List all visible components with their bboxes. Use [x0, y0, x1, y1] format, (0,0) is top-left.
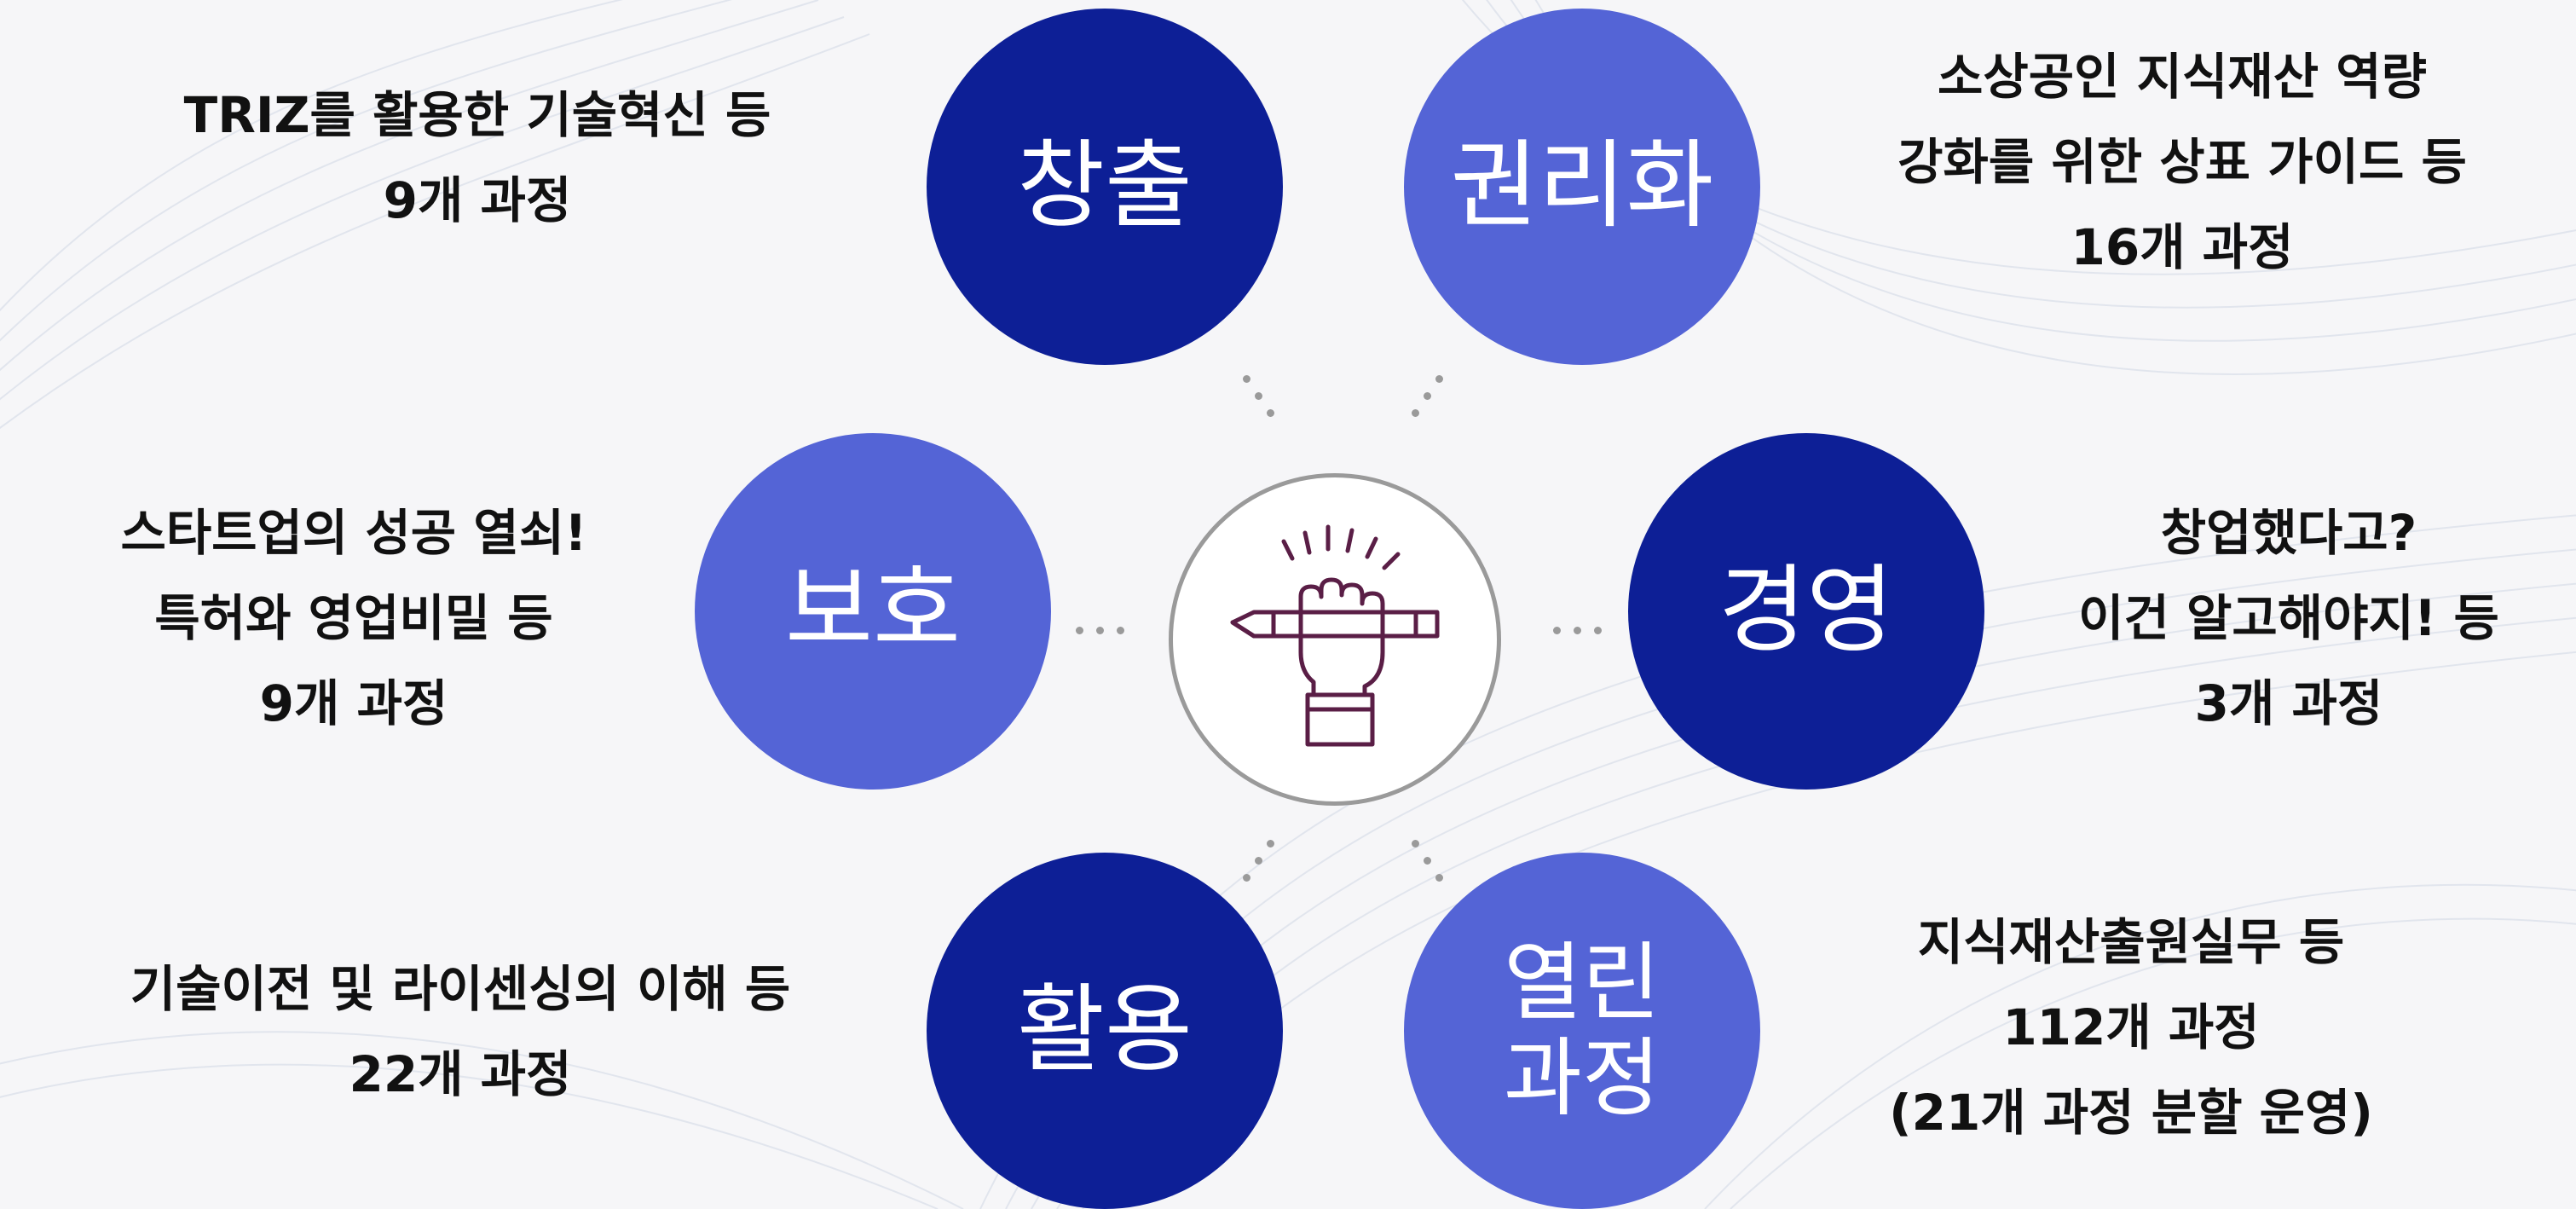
protection-caption: 스타트업의 성공 열쇠! 특허와 영업비밀 등 9개 과정	[13, 490, 695, 746]
rights-label: 권리화	[1450, 130, 1714, 242]
protection-label: 보호	[784, 555, 962, 667]
connector-dot	[1435, 874, 1443, 882]
open-course-caption: 지식재산출원실무 등 112개 과정 (21개 과정 분할 운영)	[1773, 900, 2489, 1155]
connector-dot	[1424, 392, 1431, 400]
connector-dot	[1255, 857, 1262, 865]
protection-circle: 보호	[695, 433, 1051, 790]
connector-dot	[1255, 392, 1262, 400]
open-course-circle: 열린 과정	[1404, 853, 1760, 1209]
utilization-caption: 기술이전 및 라이센싱의 이해 등 22개 과정	[13, 946, 908, 1117]
caption-line: 소상공인 지식재산 역량	[1938, 48, 2427, 106]
utilization-label: 활용	[1016, 975, 1193, 1086]
connector-dot	[1096, 627, 1104, 634]
caption-line: 16개 과정	[2071, 218, 2294, 276]
caption-line: 창업했다고?	[2160, 504, 2417, 562]
utilization-circle: 활용	[927, 853, 1283, 1209]
connector-dot	[1267, 409, 1274, 417]
connector-dot	[1553, 627, 1561, 634]
management-circle: 경영	[1628, 433, 1984, 790]
creation-label: 창출	[1016, 130, 1193, 242]
connector-dot	[1243, 874, 1250, 882]
connector-dot	[1424, 857, 1431, 865]
connector-dot	[1412, 409, 1419, 417]
caption-line: 이건 알고해야지! 등	[2078, 589, 2499, 647]
rights-caption: 소상공인 지식재산 역량 강화를 위한 상표 가이드 등 16개 과정	[1799, 34, 2566, 290]
caption-line: 3개 과정	[2194, 674, 2383, 732]
center-icon-circle	[1169, 473, 1501, 806]
creation-caption: TRIZ를 활용한 기술혁신 등 9개 과정	[94, 72, 861, 243]
connector-dot	[1594, 627, 1602, 634]
connector-dot	[1243, 375, 1250, 383]
creation-circle: 창출	[927, 9, 1283, 365]
caption-line: (21개 과정 분할 운영)	[1889, 1084, 2373, 1142]
hand-holding-pencil-icon	[1230, 524, 1440, 747]
caption-line: TRIZ를 활용한 기술혁신 등	[183, 86, 771, 144]
caption-line: 112개 과정	[2002, 998, 2260, 1056]
caption-line: 9개 과정	[383, 171, 572, 229]
caption-line: 스타트업의 성공 열쇠!	[120, 504, 587, 562]
connector-dot	[1267, 840, 1274, 847]
open-course-label-line2: 과정	[1504, 1028, 1661, 1128]
connector-dot	[1574, 627, 1581, 634]
caption-line: 강화를 위한 상표 가이드 등	[1897, 133, 2467, 191]
caption-line: 9개 과정	[259, 674, 448, 732]
management-caption: 창업했다고? 이건 알고해야지! 등 3개 과정	[2020, 490, 2557, 746]
connector-dot	[1412, 840, 1419, 847]
connector-dot	[1117, 627, 1124, 634]
caption-line: 기술이전 및 라이센싱의 이해 등	[130, 960, 791, 1018]
connector-dot	[1076, 627, 1083, 634]
management-label: 경영	[1718, 555, 1895, 667]
rights-circle: 권리화	[1404, 9, 1760, 365]
caption-line: 22개 과정	[349, 1045, 572, 1103]
open-course-label-line1: 열린	[1504, 933, 1661, 1033]
caption-line: 지식재산출원실무 등	[1917, 913, 2345, 971]
caption-line: 특허와 영업비밀 등	[154, 589, 553, 647]
connector-dot	[1435, 375, 1443, 383]
